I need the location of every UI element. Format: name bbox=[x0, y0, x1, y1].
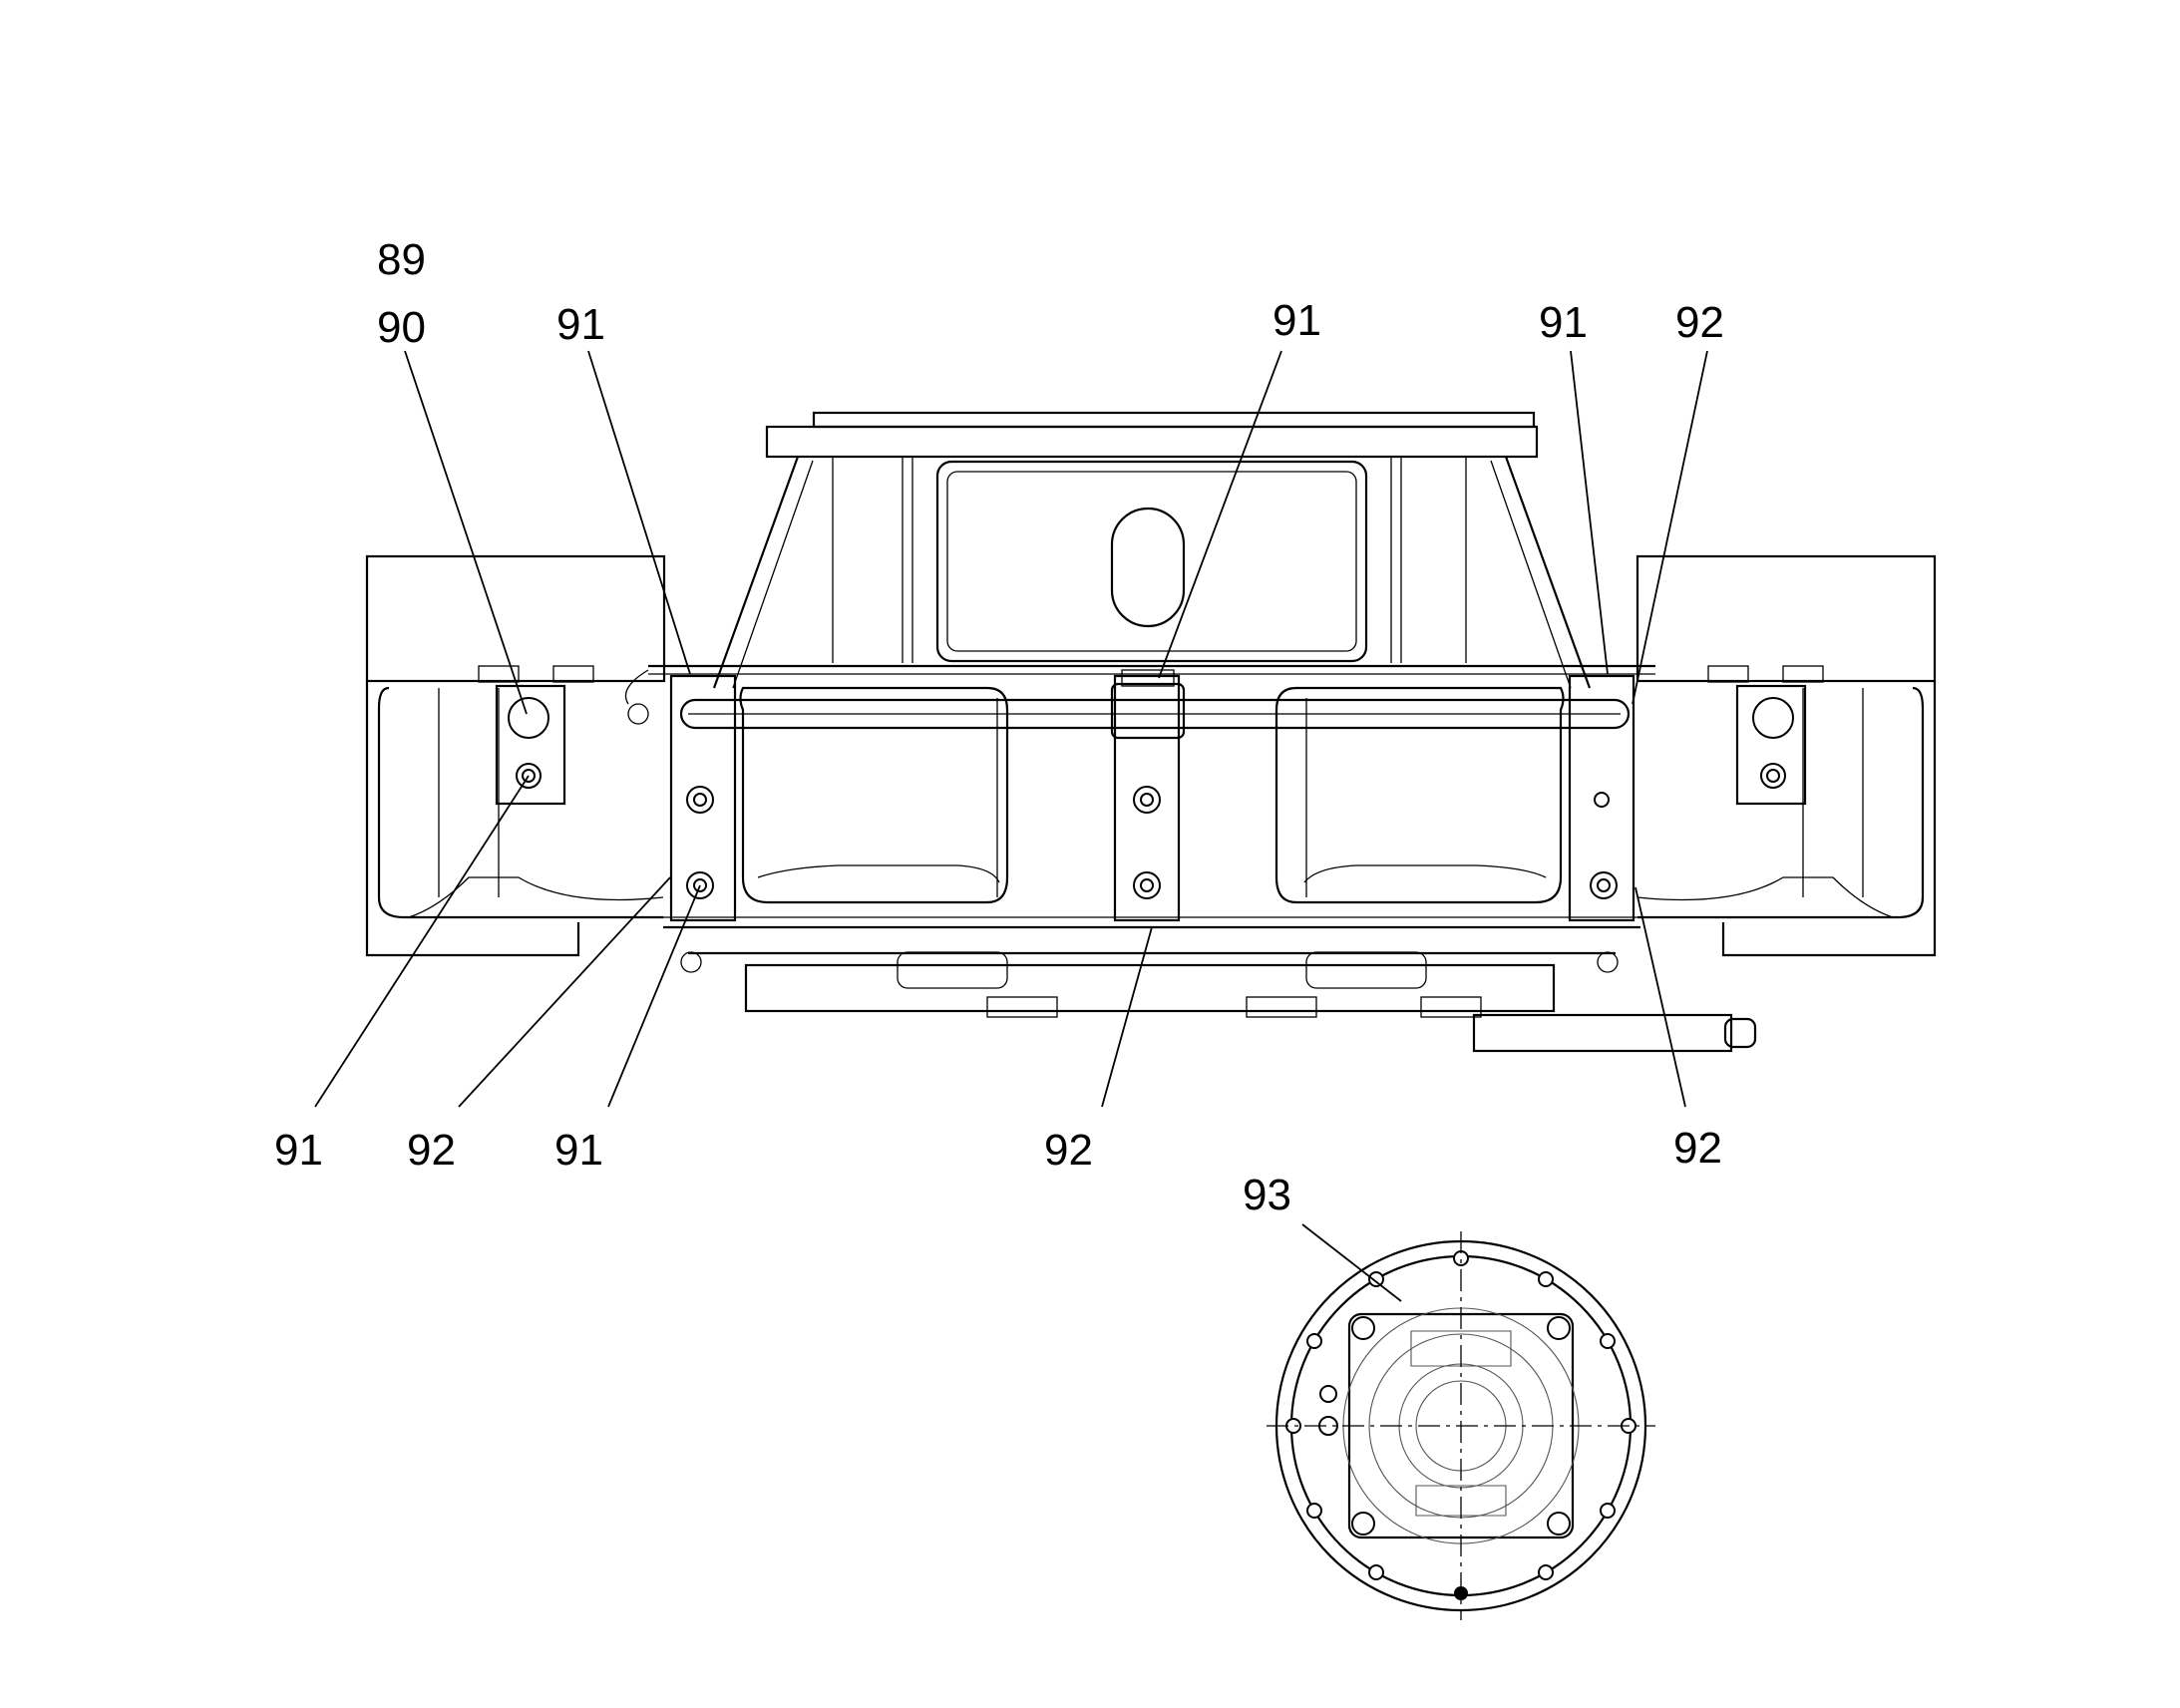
reference-numerals: 89 90 91 91 91 92 91 92 91 92 92 93 bbox=[274, 235, 1724, 1219]
main-assembly bbox=[365, 411, 1937, 1053]
label-91e: 91 bbox=[554, 1126, 603, 1175]
label-91c: 91 bbox=[1539, 298, 1588, 347]
label-92a: 92 bbox=[1675, 298, 1724, 347]
label-92d: 92 bbox=[1673, 1124, 1722, 1173]
label-90: 90 bbox=[377, 303, 426, 352]
label-92c: 92 bbox=[1044, 1126, 1093, 1175]
label-91b: 91 bbox=[1272, 296, 1321, 345]
end-view-flange bbox=[1267, 1231, 1655, 1620]
label-89: 89 bbox=[377, 235, 426, 284]
label-92b: 92 bbox=[407, 1126, 456, 1175]
label-93: 93 bbox=[1243, 1171, 1291, 1219]
leader-lines bbox=[314, 350, 1708, 1302]
label-91d: 91 bbox=[274, 1126, 323, 1175]
label-91a: 91 bbox=[556, 300, 605, 349]
